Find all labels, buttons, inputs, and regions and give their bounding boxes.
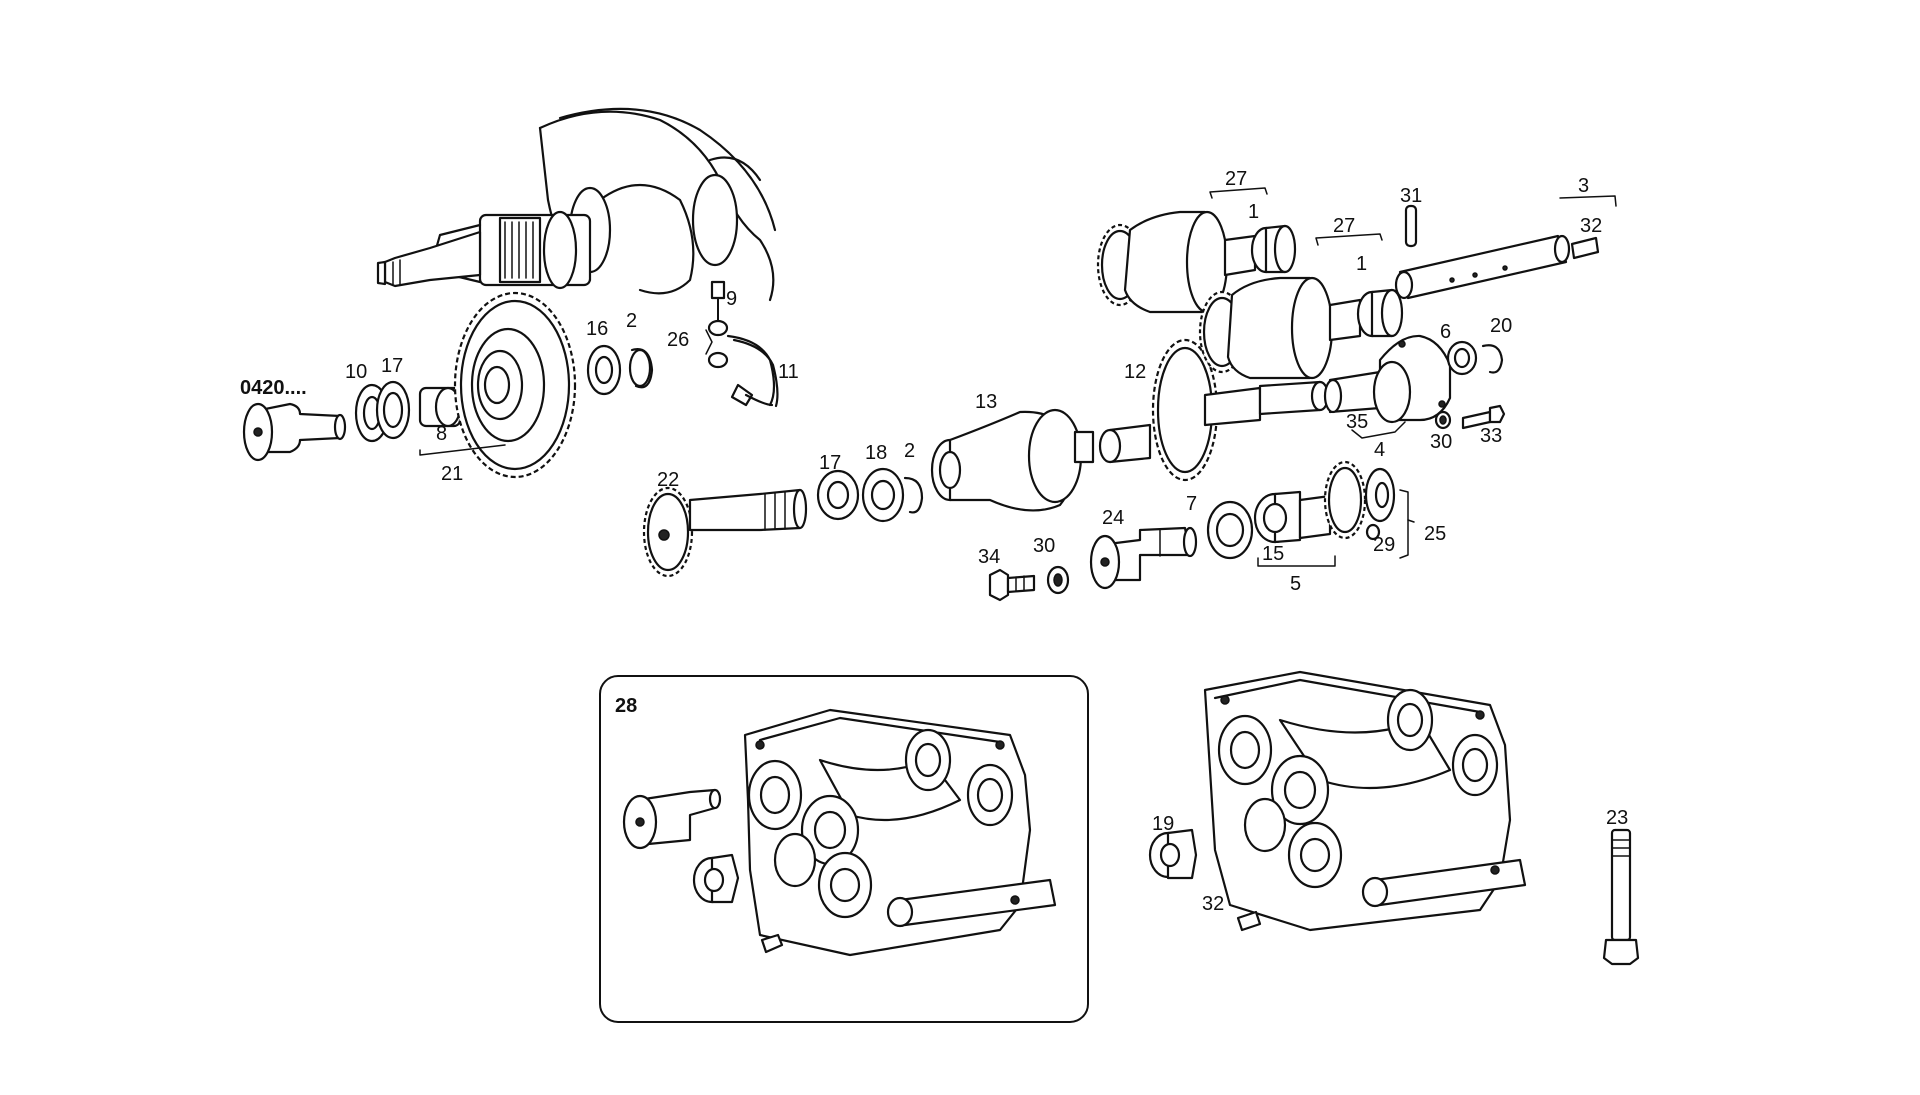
gear-5 (1298, 460, 1396, 540)
washer-16 (586, 344, 622, 396)
shaft-3 (1394, 234, 1571, 300)
label-1a: 1 (1248, 201, 1259, 223)
label-19: 19 (1152, 813, 1174, 835)
bolt-34 (988, 568, 1036, 602)
label-8: 8 (436, 423, 447, 445)
kit-28-frame (599, 675, 1089, 1023)
label-27b: 27 (1333, 215, 1355, 237)
crank-pinion (498, 216, 542, 284)
label-29: 29 (1373, 534, 1395, 556)
balancer-weight-27-upper (1096, 210, 1297, 314)
label-7: 7 (1186, 493, 1197, 515)
pin-24 (1089, 526, 1198, 590)
circlip-6 (1446, 340, 1478, 376)
label-0420: 0420.... (240, 377, 307, 399)
label-1b: 1 (1356, 253, 1367, 275)
bush-19 (1148, 828, 1198, 880)
label-28: 28 (615, 695, 637, 717)
label-26: 26 (667, 329, 689, 351)
idler-gear-21 (453, 291, 577, 479)
label-27a: 27 (1225, 168, 1247, 190)
label-9: 9 (726, 288, 737, 310)
housing-4 (1323, 334, 1452, 424)
idler-pin-0420 (242, 402, 347, 462)
label-30b: 30 (1430, 431, 1452, 453)
washer-17b (816, 469, 860, 521)
circlip-2-upper (628, 348, 654, 389)
label-17a: 17 (381, 355, 403, 377)
label-30a: 30 (1033, 535, 1055, 557)
label-2b: 2 (904, 440, 915, 462)
label-4: 4 (1374, 439, 1385, 461)
housing-right (1203, 670, 1527, 932)
label-18: 18 (865, 442, 887, 464)
label-17b: 17 (819, 452, 841, 474)
label-12: 12 (1124, 361, 1146, 383)
drive-gear-22 (642, 486, 808, 578)
washer-30b (1434, 410, 1452, 430)
bush-8 (418, 386, 462, 428)
label-24: 24 (1102, 507, 1124, 529)
label-13: 13 (975, 391, 997, 413)
grub-screw-32-lower (1236, 910, 1262, 932)
bush-15 (1253, 490, 1302, 544)
screw-33 (1461, 404, 1506, 430)
washer-7 (1206, 500, 1254, 560)
part-29 (1365, 523, 1381, 541)
label-10: 10 (345, 361, 367, 383)
label-32b: 32 (1202, 893, 1224, 915)
washer-30 (1046, 565, 1070, 595)
label-16: 16 (586, 318, 608, 340)
oil-pipe-11 (707, 280, 779, 408)
label-32a: 32 (1580, 215, 1602, 237)
balancer-weight-27-lower (1198, 276, 1404, 380)
washer-18 (861, 467, 905, 523)
pin-31 (1404, 204, 1418, 248)
crankshaft (376, 107, 777, 302)
label-11: 11 (778, 361, 799, 383)
pin-kit-28 (622, 788, 722, 850)
circlip-2-lower (903, 476, 924, 514)
stud-23 (1602, 828, 1640, 966)
label-33: 33 (1480, 425, 1502, 447)
washer-17 (375, 380, 411, 440)
label-23: 23 (1606, 807, 1628, 829)
label-34: 34 (978, 546, 1000, 568)
shaft-gear-12 (1098, 338, 1330, 482)
label-20: 20 (1490, 315, 1512, 337)
balancer-weight-13 (930, 408, 1095, 512)
bush-kit-28 (692, 853, 740, 904)
grub-screw-32-upper (1570, 236, 1600, 260)
leader-lines (419, 187, 1617, 567)
label-35: 35 (1346, 411, 1368, 433)
label-31: 31 (1400, 185, 1422, 207)
label-21: 21 (441, 463, 463, 485)
label-22: 22 (657, 469, 679, 491)
ring-20 (1481, 344, 1504, 374)
label-3: 3 (1578, 175, 1589, 197)
label-15: 15 (1262, 543, 1284, 565)
label-25: 25 (1424, 523, 1446, 545)
label-5: 5 (1290, 573, 1301, 595)
label-6: 6 (1440, 321, 1451, 343)
screw-kit-28 (760, 933, 784, 954)
part-labels: 0420.... 10 17 8 21 16 2 9 26 11 22 17 1… (240, 168, 1628, 915)
housing-28 (743, 708, 1057, 957)
label-2a: 2 (626, 310, 637, 332)
